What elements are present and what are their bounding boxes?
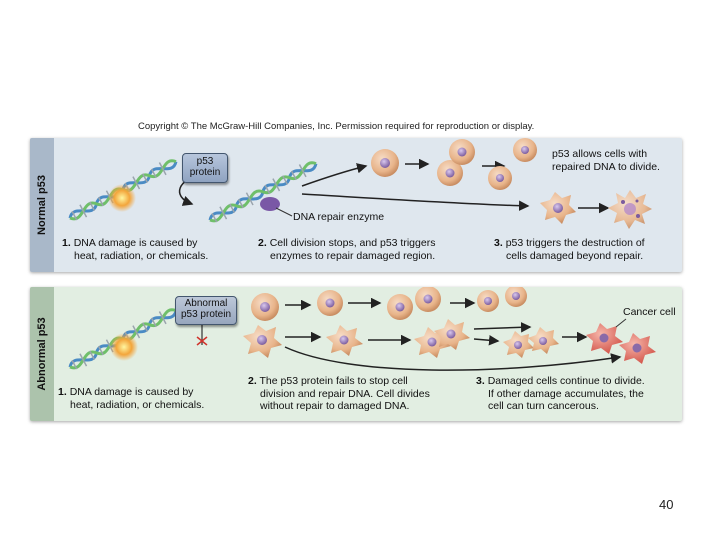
repaired-dna-helix [208, 161, 318, 223]
enzyme-pointer-line [275, 207, 293, 217]
cell [449, 139, 475, 165]
abnormal-p53-illustration [68, 287, 656, 371]
dna-repair-enzyme [260, 197, 280, 211]
destroyed-cell [608, 190, 652, 229]
step-number: 1. [58, 386, 67, 398]
arrow-to-dividing-cells [301, 163, 368, 187]
page-number: 40 [659, 497, 674, 512]
step-line2: heat, radiation, or chemicals. [70, 398, 205, 411]
normal-p53-sidebar: Normal p53 [30, 138, 54, 272]
cancer-cell [619, 333, 656, 364]
copyright-notice: Copyright © The McGraw-Hill Companies, I… [138, 121, 535, 132]
step-line2: If other damage accumulates, the [488, 387, 644, 400]
step-line3: without repair to damaged DNA. [260, 400, 410, 412]
step-line3: cell can turn cancerous. [488, 400, 599, 412]
step-line1: DNA damage is caused by [69, 386, 194, 398]
arrow-long-bottom [284, 346, 622, 371]
cell [477, 290, 499, 312]
damaged-cell [434, 319, 470, 350]
abnormal-step-3: 3. Damaged cells continue to divide. If … [476, 375, 645, 413]
abnormal-protein-line2: p53 protein [180, 309, 232, 320]
cancer-cell [586, 323, 623, 354]
cancer-cell-label: Cancer cell [623, 306, 676, 318]
step-line1: DNA damage is caused by [73, 237, 198, 249]
red-x-icon [196, 336, 208, 346]
divide-note: p53 allows cells with repaired DNA to di… [552, 148, 660, 173]
step-line1: The p53 protein fails to stop cell [259, 375, 408, 387]
normal-p53-illustration [68, 138, 652, 229]
step-line2: enzymes to repair damaged region. [270, 249, 436, 262]
dna-damage-burst [108, 184, 136, 212]
step-line2: heat, radiation, or chemicals. [74, 249, 209, 262]
arrow-mid-4 [473, 335, 500, 346]
cell [371, 149, 399, 177]
cell [251, 293, 279, 321]
abnormal-protein-line1: Abnormal [184, 298, 228, 309]
normal-step-2: 2. Cell division stops, and p53 triggers… [258, 237, 435, 262]
abnormal-step-1: 1. DNA damage is caused by heat, radiati… [58, 386, 204, 411]
abnormal-p53-protein-box: Abnormal p53 protein [175, 296, 237, 325]
divide-note-line1: p53 allows cells with [552, 148, 648, 160]
damaged-cell [243, 325, 282, 358]
p53-protein-line1: p53 [196, 156, 214, 167]
damaged-cell [528, 327, 559, 354]
divide-note-line2: repaired DNA to divide. [552, 160, 660, 173]
dna-repair-enzyme-label: DNA repair enzyme [293, 211, 385, 223]
cancer-pointer-line [615, 318, 627, 328]
p53-protein-box: p53 protein [182, 153, 228, 183]
arrow-to-destruction [301, 193, 530, 211]
dna-damage-burst [110, 333, 138, 361]
normal-step-3: 3. p53 triggers the destruction of cells… [494, 237, 645, 262]
cell [317, 290, 343, 316]
cell [415, 287, 441, 312]
cell [387, 294, 413, 320]
step-number: 2. [258, 237, 267, 249]
abnormal-p53-sidebar: Abnormal p53 [30, 287, 54, 421]
step-number: 3. [494, 237, 503, 249]
step-line2: division and repair DNA. Cell divides [260, 387, 430, 400]
step-number: 2. [248, 375, 257, 387]
cell [513, 138, 537, 162]
abnormal-step-2: 2. The p53 protein fails to stop cell di… [248, 375, 430, 413]
step-number: 1. [62, 237, 71, 249]
cell [437, 160, 463, 186]
damaged-cell [503, 331, 534, 358]
step-line1: Damaged cells continue to divide. [487, 375, 645, 387]
cell [488, 166, 512, 190]
arrow-mid-3 [473, 322, 532, 333]
cell [505, 287, 527, 307]
normal-step-1: 1. DNA damage is caused by heat, radiati… [62, 237, 208, 262]
p53-protein-line2: protein [189, 167, 221, 178]
damaged-cell [540, 192, 576, 224]
damaged-cell [326, 325, 363, 356]
normal-p53-panel: Normal p53 [30, 138, 682, 272]
step-line1: Cell division stops, and p53 triggers [269, 237, 436, 249]
abnormal-p53-panel: Abnormal p53 [30, 287, 682, 421]
step-line2: cells damaged beyond repair. [506, 249, 644, 262]
step-line1: p53 triggers the destruction of [505, 237, 645, 249]
step-number: 3. [476, 375, 485, 387]
